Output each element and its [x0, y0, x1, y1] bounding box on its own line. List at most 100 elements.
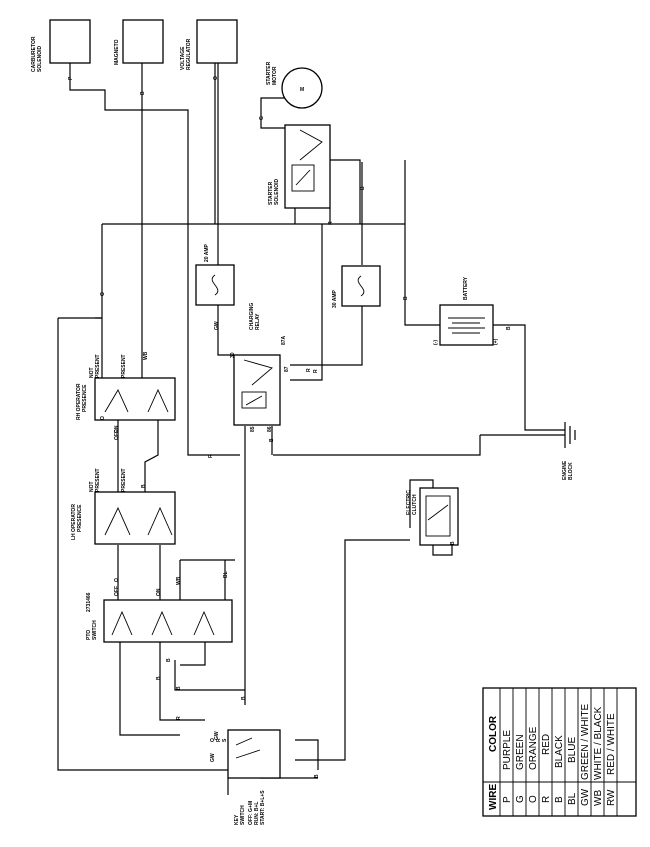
charging-relay: CHARGING RELAY 87A 30 87 85 86	[230, 303, 290, 432]
svg-text:START: B+L+S: START: B+L+S	[260, 790, 266, 825]
wire-label: B	[314, 774, 320, 778]
svg-text:(+): (+)	[493, 338, 499, 345]
legend-wire-code: O	[528, 795, 539, 803]
wire-label: B	[241, 696, 247, 700]
svg-text:GW: GW	[210, 753, 216, 762]
svg-text:2731466: 2731466	[86, 592, 92, 612]
svg-text:STARTER: STARTER	[266, 61, 272, 85]
svg-text:30 AMP: 30 AMP	[332, 289, 338, 308]
svg-text:REGULATOR: REGULATOR	[186, 38, 192, 70]
key-switch: KEY SWITCH OFF: G+M RUN: B+L START: B+L+…	[210, 729, 281, 825]
wire-label: B	[140, 91, 146, 95]
svg-text:O: O	[210, 738, 216, 742]
wire-label: R	[208, 454, 214, 458]
wire-label: WB	[143, 351, 149, 360]
svg-text:STARTER: STARTER	[268, 181, 274, 205]
wire-label: WB	[176, 576, 182, 585]
wire-label: P	[68, 76, 74, 80]
wire-color-legend: WIRE COLOR P PURPLE G GREEN O ORANGE R R…	[482, 687, 637, 817]
svg-text:87A: 87A	[281, 335, 287, 345]
svg-text:RUN: B+L: RUN: B+L	[254, 802, 260, 825]
legend-wire-code: P	[502, 796, 513, 803]
svg-text:NOT: NOT	[89, 481, 95, 492]
svg-text:BLOCK: BLOCK	[568, 462, 574, 480]
svg-text:PTO: PTO	[86, 630, 92, 640]
wire-label: B	[269, 438, 275, 442]
svg-text:(-): (-)	[433, 340, 439, 345]
wire-label: O	[114, 578, 120, 582]
wire-label: R	[313, 369, 319, 373]
svg-text:PRESENCE: PRESENCE	[77, 504, 83, 532]
svg-text:SWITCH: SWITCH	[92, 620, 98, 640]
svg-text:MAGNETO: MAGNETO	[114, 39, 120, 65]
wire-label: R	[306, 368, 312, 372]
svg-text:85: 85	[250, 426, 256, 432]
wire-label: B	[176, 686, 182, 690]
svg-text:M: M	[300, 87, 304, 93]
svg-text:CARBURETOR: CARBURETOR	[31, 36, 37, 72]
battery: BATTERY (-) (+)	[433, 276, 499, 346]
legend-color-name: PURPLE	[502, 730, 513, 770]
legend-color-name: WHITE / BLACK	[593, 706, 604, 780]
wire-label: O	[100, 292, 106, 296]
starter-motor: M STARTER MOTOR	[266, 61, 323, 109]
svg-text:KEY: KEY	[234, 814, 240, 825]
wire-label: GW	[214, 321, 220, 330]
svg-text:SOLENOID: SOLENOID	[37, 45, 43, 72]
wire-label: B	[166, 658, 172, 662]
svg-text:OFF: OFF	[114, 430, 120, 440]
wire-label: B	[506, 326, 512, 330]
svg-text:CHARGING: CHARGING	[249, 303, 255, 330]
legend-wire-code: GW	[580, 788, 591, 806]
svg-text:PRESENT: PRESENT	[95, 468, 101, 492]
legend-color-name: BLACK	[554, 735, 565, 768]
svg-text:VOLTAGE: VOLTAGE	[180, 46, 186, 70]
pto-switch: PTO SWITCH 2731466 OFF ON OFF ON	[86, 425, 233, 643]
wire-label: B	[156, 676, 162, 680]
svg-text:ENGINE: ENGINE	[562, 460, 568, 480]
wire-label: GW	[214, 731, 220, 740]
svg-text:PRESENT: PRESENT	[121, 354, 127, 378]
legend-color-name: BLUE	[567, 737, 578, 763]
legend-header-color: COLOR	[488, 715, 499, 752]
wire-label: B	[450, 541, 456, 545]
svg-text:OFF: OFF	[114, 586, 120, 596]
svg-text:RELAY: RELAY	[255, 313, 261, 330]
legend-color-name: GREEN	[515, 734, 526, 770]
starter-solenoid: STARTER SOLENOID	[268, 124, 331, 209]
svg-text:BATTERY: BATTERY	[463, 276, 469, 300]
legend-header-wire: WIRE	[488, 784, 499, 810]
svg-text:SOLENOID: SOLENOID	[274, 178, 280, 205]
svg-text:RH OPERATOR: RH OPERATOR	[76, 383, 82, 420]
magneto: MAGNETO	[114, 19, 164, 65]
rh-operator-presence-switch: RH OPERATOR PRESENCE NOT PRESENT PRESENT	[76, 354, 176, 421]
legend-wire-code: B	[554, 796, 565, 803]
svg-text:PRESENT: PRESENT	[121, 468, 127, 492]
svg-text:86: 86	[267, 426, 273, 432]
svg-text:LH OPERATOR: LH OPERATOR	[71, 504, 77, 540]
svg-text:PRESENT: PRESENT	[95, 354, 101, 378]
wire-label: R	[176, 716, 182, 720]
wire-label: O	[100, 416, 106, 420]
svg-text:SWITCH: SWITCH	[240, 805, 246, 825]
wire-label: B	[360, 186, 366, 190]
fuse-30-amp: 30 AMP	[332, 265, 381, 308]
legend-wire-code: BL	[567, 792, 578, 805]
legend-wire-code: WB	[593, 790, 604, 806]
svg-text:MOTOR: MOTOR	[272, 66, 278, 85]
svg-text:OFF: G+M: OFF: G+M	[248, 801, 254, 825]
svg-text:ON: ON	[156, 588, 162, 596]
svg-text:ON: ON	[114, 425, 120, 433]
svg-text:ELECTRIC: ELECTRIC	[406, 490, 412, 515]
voltage-regulator: VOLTAGE REGULATOR	[180, 19, 238, 70]
fuse-20-amp: 20 AMP	[195, 243, 235, 306]
legend-wire-code: RW	[606, 789, 617, 806]
legend-wire-code: R	[541, 796, 552, 803]
svg-text:CLUTCH: CLUTCH	[412, 494, 418, 515]
svg-text:30: 30	[230, 352, 236, 358]
lh-operator-presence-switch: LH OPERATOR PRESENCE NOT PRESENT PRESENT	[71, 468, 176, 545]
legend-wire-code: G	[515, 795, 526, 803]
carburetor-solenoid: CARBURETOR SOLENOID	[31, 19, 91, 72]
legend-color-name: GREEN / WHITE	[580, 704, 591, 780]
wire-label: R	[328, 221, 334, 225]
